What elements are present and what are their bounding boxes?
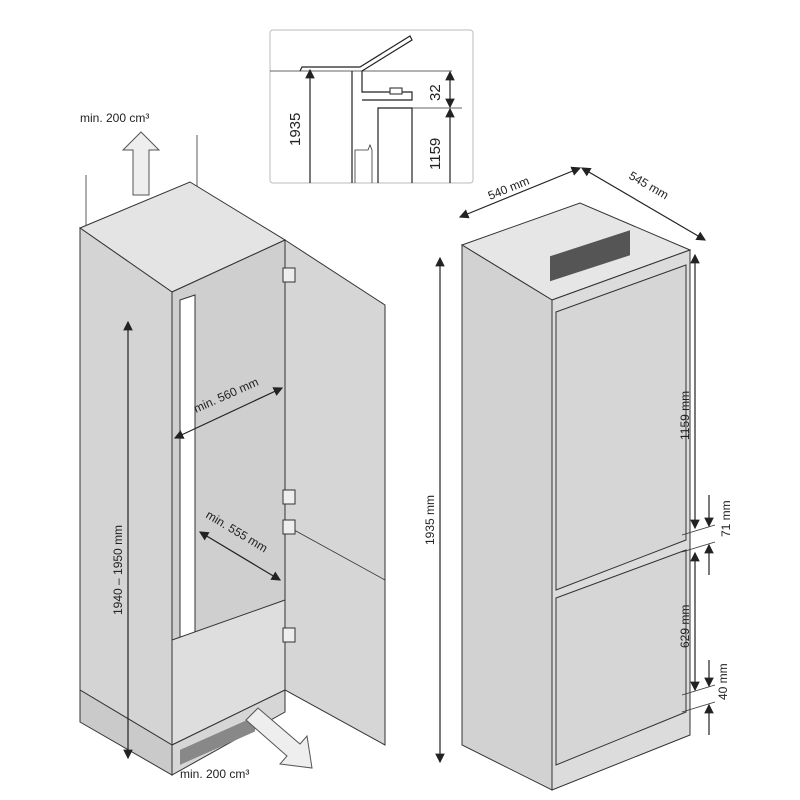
fridge-drawing: 540 mm 545 mm 1935 mm 1159 mm 71 mm 629 … (423, 166, 733, 791)
fridge-height-label: 1935 mm (423, 495, 437, 545)
fridge-width-label: 540 mm (486, 174, 531, 203)
fridge-depth-label: 545 mm (627, 168, 672, 202)
detail-height-total: 1935 (287, 113, 304, 146)
lower-door-label: 629 mm (678, 605, 692, 648)
airflow-in-arrow-icon (245, 707, 313, 769)
middle-gap-label: 71 mm (719, 500, 733, 537)
cabinet-height-label: 1940 – 1950 mm (111, 525, 125, 615)
detail-gap: 32 (427, 84, 444, 101)
vent-bottom-label: min. 200 cm³ (180, 767, 249, 781)
upper-door-label: 1159 mm (678, 391, 692, 440)
cabinet-door (284, 239, 386, 746)
detail-door-height: 1159 (427, 138, 444, 170)
vent-top-label: min. 200 cm³ (80, 111, 149, 125)
bottom-gap-label: 40 mm (716, 663, 730, 700)
cabinet-drawing: min. 200 cm³ 1940 – 1950 mm min. 560 mm … (78, 111, 386, 781)
top-detail-inset: 1935 32 1159 (269, 29, 474, 184)
airflow-up-arrow-icon (121, 131, 161, 196)
